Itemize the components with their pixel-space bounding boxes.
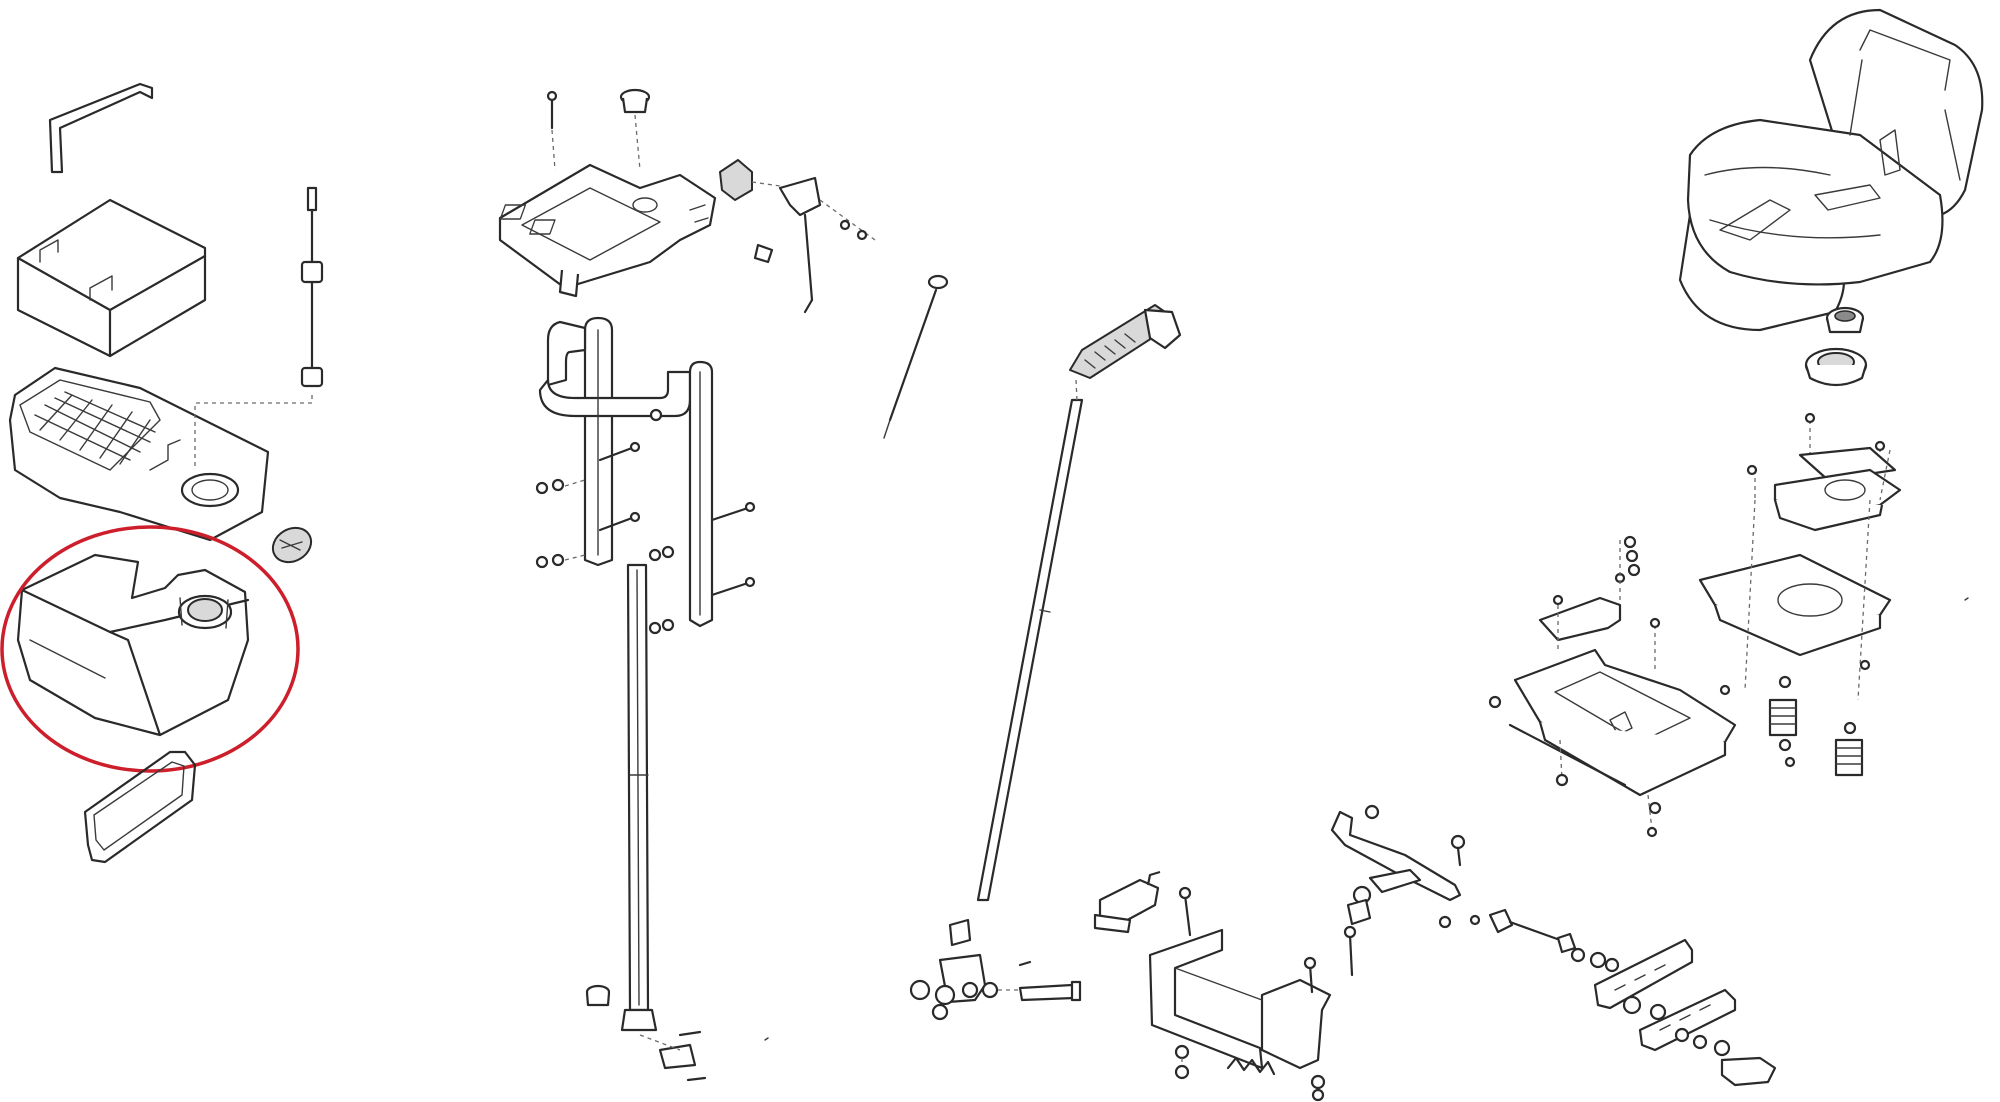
steering-shaft — [620, 563, 707, 1082]
pedal-rod — [976, 379, 1084, 902]
console-frame-plate — [498, 163, 717, 298]
bushing — [619, 88, 651, 171]
tie-rod — [1488, 908, 1586, 963]
battery-tray — [8, 366, 270, 542]
fuel-sender-rod — [194, 186, 324, 470]
mounting-bracket — [1148, 886, 1332, 1102]
drive-belt — [83, 750, 197, 864]
seat-rail-bracket — [1773, 412, 1902, 532]
seat-frame-bracket — [1488, 617, 1737, 838]
stray-marks — [764, 597, 1969, 1041]
throttle-knob — [719, 159, 781, 201]
lift-bracket — [1093, 870, 1161, 934]
seat-pan-plate — [1698, 449, 1892, 701]
battery — [16, 198, 207, 358]
small-clip — [753, 243, 774, 264]
steering-support-tubes — [538, 316, 714, 628]
dipstick — [883, 274, 949, 439]
throttle-lever — [778, 176, 876, 314]
bushing-small — [585, 984, 611, 1007]
top-bolt — [546, 90, 558, 171]
pedal-pivot-assembly — [909, 918, 1082, 1021]
seat — [1678, 8, 1984, 332]
fuel-cap — [271, 526, 313, 564]
hinge-bracket — [1538, 535, 1641, 650]
seat-knob — [1825, 306, 1865, 334]
tube-bolts — [535, 441, 756, 635]
seat-springs — [1719, 659, 1871, 777]
adjustment-plates — [1589, 938, 1777, 1087]
highlight-circle — [0, 525, 300, 773]
fuel-tank — [16, 553, 250, 737]
seat-bushing — [1804, 347, 1868, 387]
control-linkage-arm — [1330, 804, 1481, 977]
battery-hold-down-rod — [48, 82, 154, 174]
return-spring — [1226, 1056, 1276, 1076]
brake-pedal — [1069, 304, 1182, 379]
